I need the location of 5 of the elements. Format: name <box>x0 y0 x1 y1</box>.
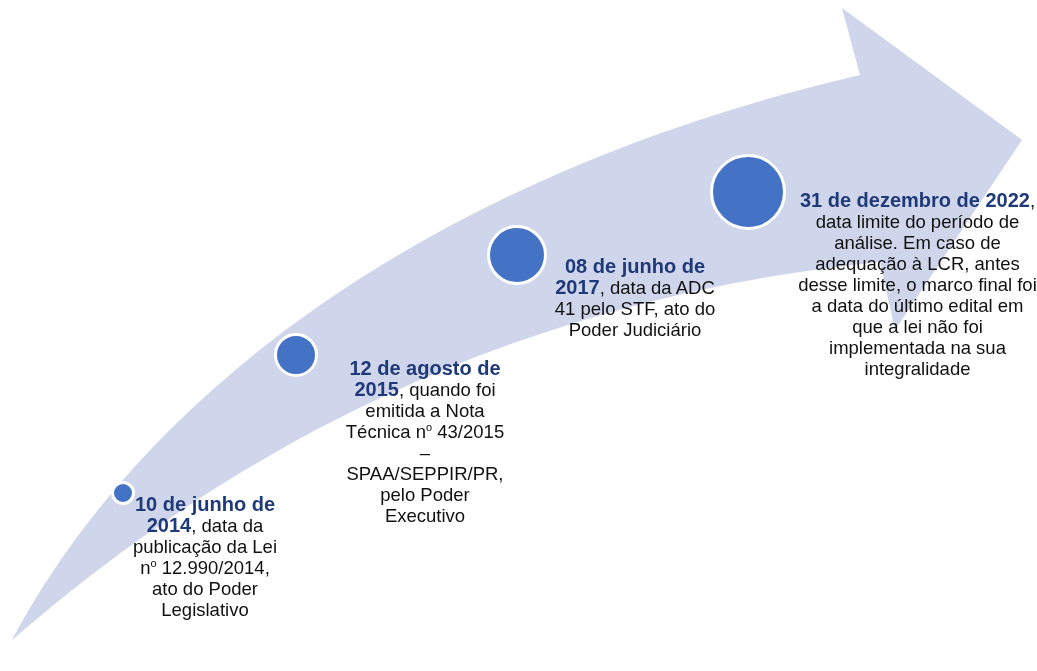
milestone-text: 10 de junho de 2014, data da publicação da Lei n$^{o}$ 12.990/2014, ato do Poder Legislativo <box>132 494 278 620</box>
milestone-text: 31 de dezembro de 2022, data limite do período de análise. Em caso de adequação à LCR, antes desse limite, o marco final foi a data do último edital em que a lei não foi implementada na sua integralidade <box>797 190 1037 379</box>
milestone-text: 12 de agosto de 2015, quando foi emitida a Nota Técnica n$^{o}$ 43/2015 – SPAA/SEPPIR/PR, pelo Poder Executivo <box>344 358 506 526</box>
timeline-marker <box>111 481 135 505</box>
milestone-text: 08 de junho de 2017, data da ADC 41 pelo STF, ato do Poder Judiciário <box>553 256 717 340</box>
